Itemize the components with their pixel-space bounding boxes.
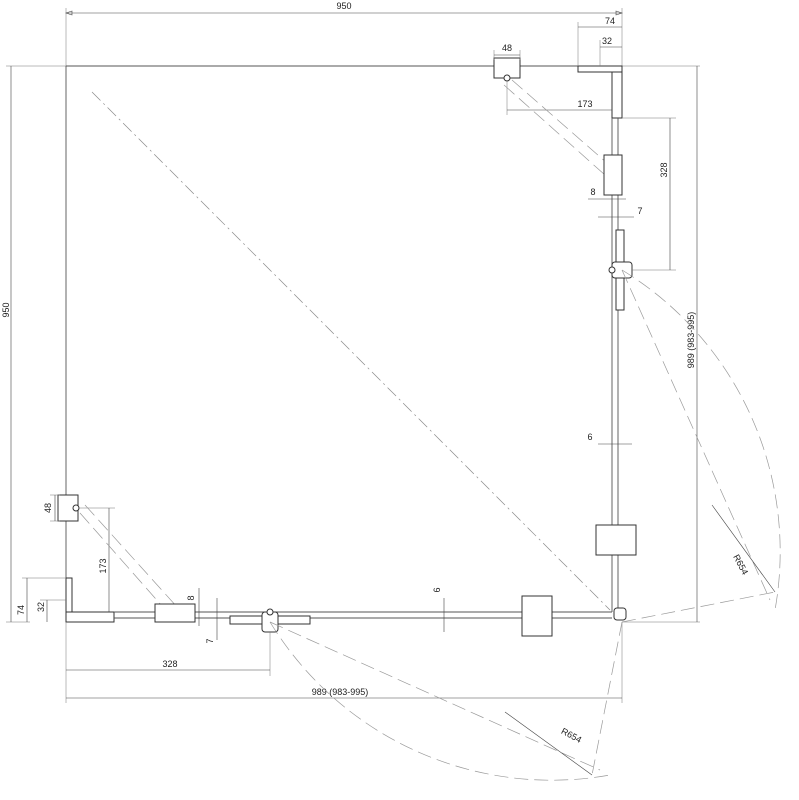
top-hinge-offset-label: 173 [577, 99, 592, 109]
bottom-total-label: 989 (983-995) [312, 687, 369, 697]
right-door-offset-label: 328 [659, 162, 669, 177]
right-glass-panel [595, 118, 637, 621]
bottom-gap-dimensions: 8 7 6 [186, 587, 445, 644]
right-wall-profile: 74 32 [577, 16, 623, 119]
diagonal-centerline [91, 91, 611, 611]
right-gap-7-label: 7 [637, 206, 642, 216]
left-profile-inner-label: 32 [36, 602, 46, 612]
left-height-label: 950 [1, 302, 11, 317]
right-gap-dimensions: 8 7 6 [587, 187, 643, 445]
bottom-door-swing: R654 [269, 621, 623, 781]
left-wall-profile: 74 32 [16, 577, 115, 623]
bottom-door-offset-label: 328 [162, 659, 177, 669]
wall-outline [65, 65, 700, 623]
right-door-offset-dimension: 328 [622, 117, 676, 271]
right-profile-width-label: 74 [605, 16, 615, 26]
right-glass-6-label: 6 [587, 432, 592, 442]
left-hinge-offset-label: 173 [98, 558, 108, 573]
bottom-radius-label: R654 [560, 726, 584, 745]
top-hinge-width-label: 48 [502, 43, 512, 53]
right-radius-label: R654 [731, 553, 750, 577]
left-height-dimension: 950 [1, 65, 66, 623]
left-hinge: 48 173 [43, 494, 179, 616]
bottom-gap-7-label: 7 [205, 638, 215, 643]
right-door-swing: R654 [621, 269, 781, 623]
bottom-glass-panel [114, 595, 612, 637]
bottom-total-dimension: 989 (983-995) [65, 622, 623, 703]
left-profile-height-label: 74 [16, 605, 26, 615]
bottom-door-offset-dimension: 328 [65, 622, 271, 676]
top-width-dimension: 950 [65, 1, 623, 66]
left-hinge-height-label: 48 [43, 503, 53, 513]
top-width-label: 950 [336, 1, 351, 11]
bottom-glass-6-label: 6 [432, 587, 442, 592]
right-total-dimension: 989 (983-995) [686, 66, 698, 622]
right-profile-inner-label: 32 [602, 36, 612, 46]
bottom-gap-8-label: 8 [186, 595, 196, 600]
top-hinge: 48 173 [493, 43, 616, 176]
right-total-label: 989 (983-995) [686, 312, 696, 369]
right-gap-8-label: 8 [590, 187, 595, 197]
